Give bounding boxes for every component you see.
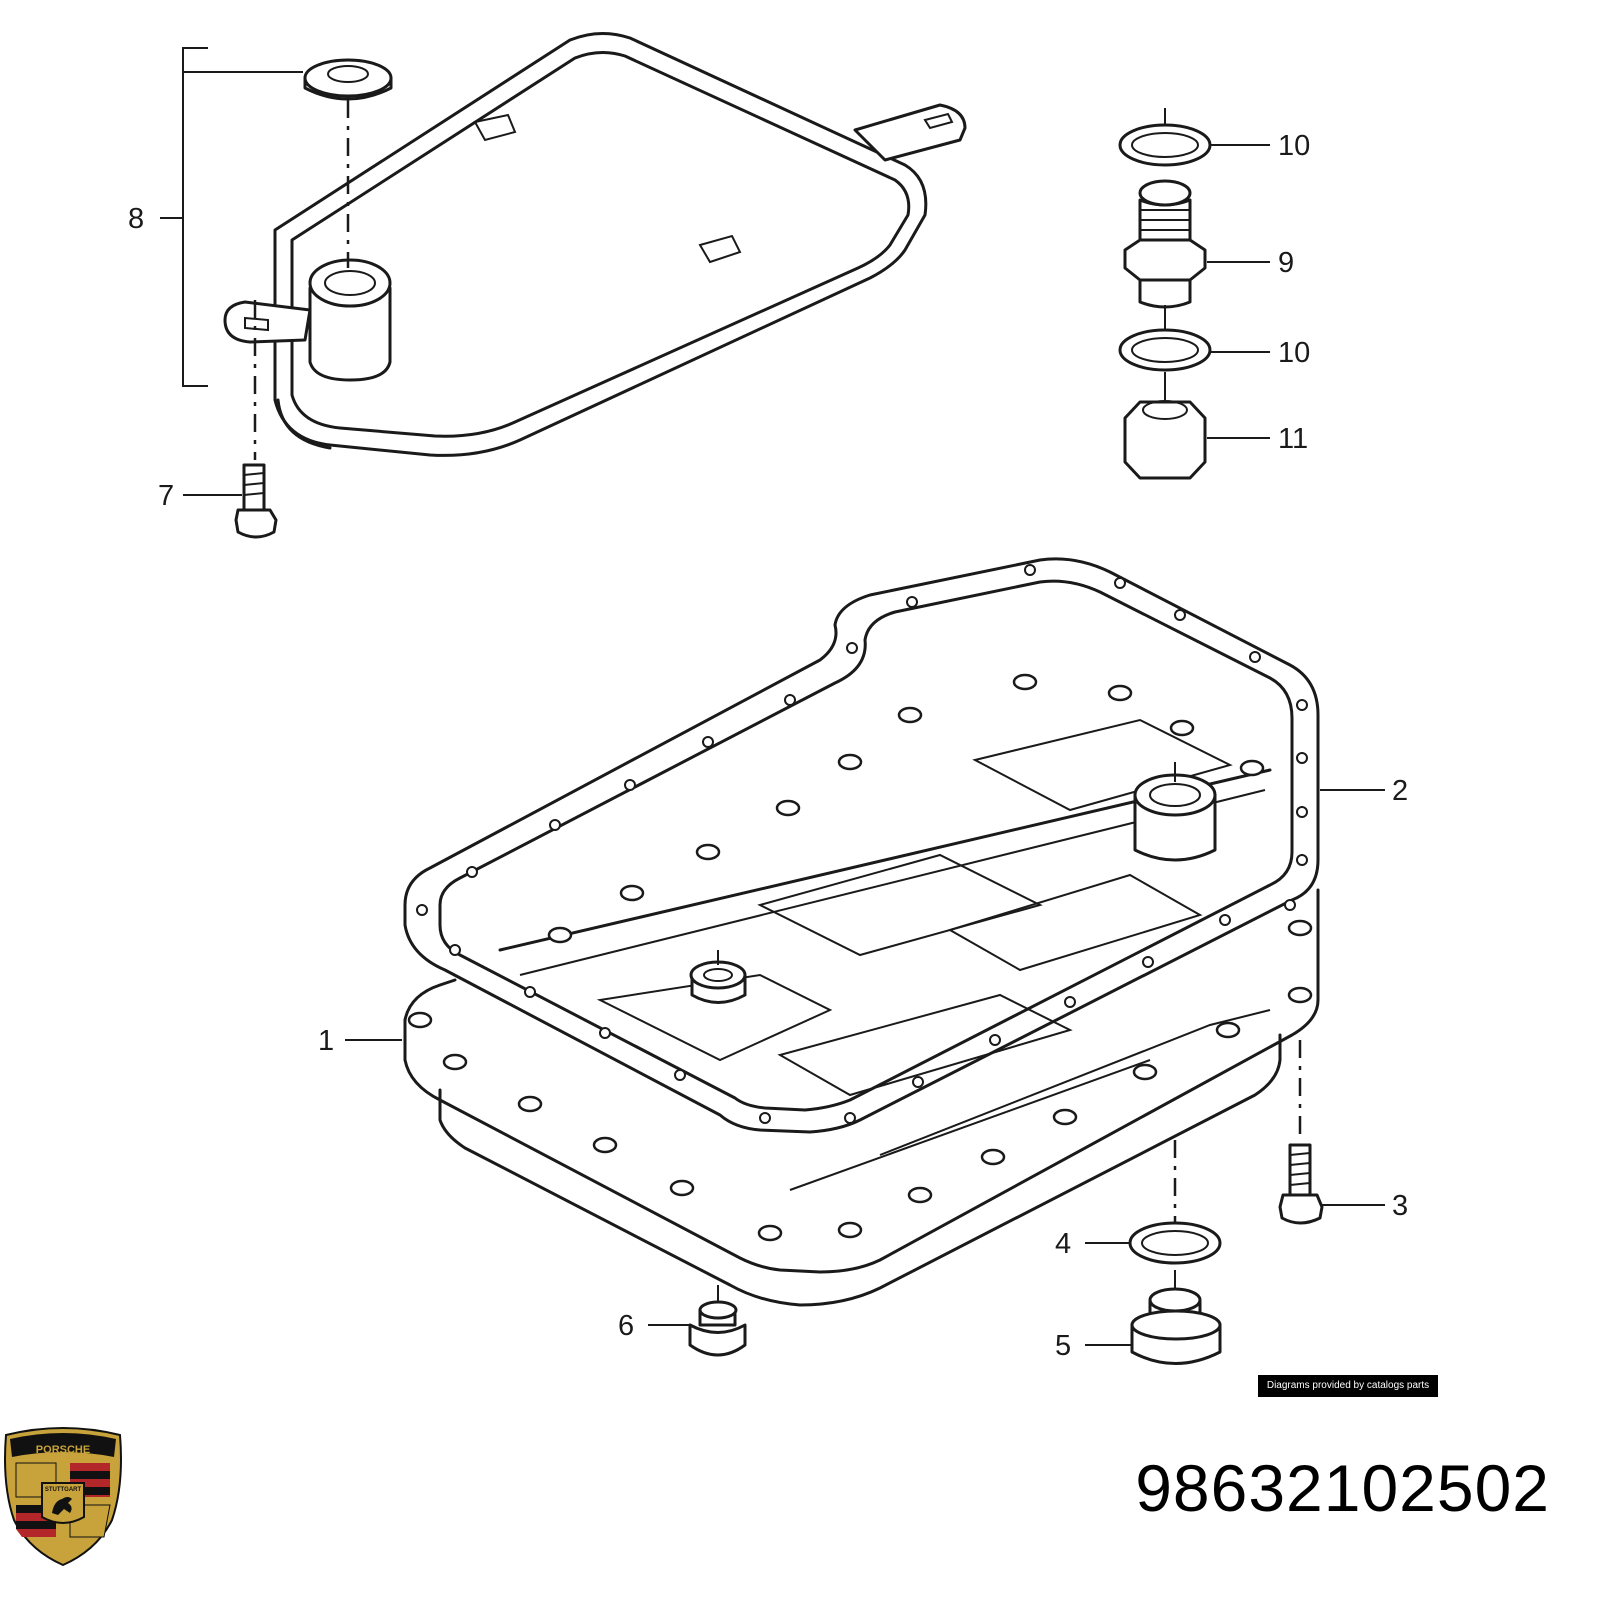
bolt-hole: [1287, 986, 1313, 1004]
bolt-hole: [989, 1034, 1001, 1046]
bolt-hole: [837, 1221, 863, 1239]
gasket-bolt-holes: [407, 564, 1313, 1242]
callout-5: 5: [1055, 1330, 1071, 1362]
callout-7: 7: [158, 480, 174, 512]
bolt-hole: [1064, 996, 1076, 1008]
bolt-hole: [1174, 609, 1186, 621]
bolt-hole: [549, 819, 561, 831]
bolt-hole: [844, 1112, 856, 1124]
callout-4: 4: [1055, 1228, 1071, 1260]
bolt-hole: [449, 944, 461, 956]
callout-11: 11: [1278, 423, 1308, 455]
callout-10-top: 10: [1278, 130, 1310, 162]
callout-1: 1: [318, 1025, 334, 1057]
oil-filter: [223, 32, 967, 460]
bolt-hole: [524, 986, 536, 998]
bolt-hole: [1114, 577, 1126, 589]
oil-pan: [403, 718, 1320, 1307]
pan-gasket: [403, 557, 1320, 1134]
fitting-stack: [1118, 108, 1270, 480]
small-plug: [648, 1285, 747, 1357]
bolt-hole: [599, 1027, 611, 1039]
bolt-hole: [1142, 956, 1154, 968]
bolt-hole: [1296, 699, 1308, 711]
callout-9: 9: [1278, 247, 1294, 279]
callout-6: 6: [618, 1310, 634, 1342]
bolt-hole: [757, 1224, 783, 1242]
callout-10-bottom: 10: [1278, 337, 1310, 369]
bolt-hole: [407, 1011, 433, 1029]
bolt-hole: [980, 1148, 1006, 1166]
bolt-hole: [1296, 854, 1308, 866]
diagram-credit: Diagrams provided by catalogs parts: [1258, 1375, 1438, 1397]
bolt-hole: [466, 866, 478, 878]
crest-center-text: STUTTGART: [45, 1487, 82, 1493]
bolt-hole: [619, 884, 645, 902]
callout-3: 3: [1392, 1190, 1408, 1222]
callout-2: 2: [1392, 775, 1408, 807]
bolt-hole: [1287, 919, 1313, 937]
bolt-hole: [592, 1136, 618, 1154]
part-number: 98632102502: [1135, 1451, 1550, 1525]
filter-screw: [183, 463, 278, 539]
bolt-hole: [1024, 564, 1036, 576]
bolt-hole: [1296, 752, 1308, 764]
bolt-hole: [775, 799, 801, 817]
bolt-hole: [1132, 1063, 1158, 1081]
bolt-hole: [1239, 759, 1265, 777]
pan-bolt: [1278, 1040, 1385, 1225]
bolt-hole: [837, 753, 863, 771]
bolt-hole: [547, 926, 573, 944]
bolt-hole: [1215, 1021, 1241, 1039]
bolt-hole: [416, 904, 428, 916]
bolt-hole: [1249, 651, 1261, 663]
crest-top-text: PORSCHE: [36, 1444, 90, 1456]
porsche-crest-logo: PORSCHE STUTTGART: [4, 1427, 122, 1567]
bolt-hole: [674, 1069, 686, 1081]
bolt-hole: [1284, 899, 1296, 911]
bolt-hole: [912, 1076, 924, 1088]
bolt-hole: [1107, 684, 1133, 702]
bolt-hole: [1296, 806, 1308, 818]
bolt-hole: [669, 1179, 695, 1197]
callout-8: 8: [128, 203, 144, 235]
bolt-hole: [1169, 719, 1195, 737]
bolt-hole: [702, 736, 714, 748]
bolt-hole: [906, 596, 918, 608]
bolt-hole: [442, 1053, 468, 1071]
bolt-hole: [695, 843, 721, 861]
drain-plug: [1085, 1140, 1222, 1365]
bolt-hole: [1219, 914, 1231, 926]
bolt-hole: [846, 642, 858, 654]
bolt-hole: [517, 1095, 543, 1113]
bolt-hole: [907, 1186, 933, 1204]
bolt-hole: [759, 1112, 771, 1124]
bolt-hole: [624, 779, 636, 791]
bolt-hole: [784, 694, 796, 706]
bolt-hole: [1052, 1108, 1078, 1126]
bolt-hole: [1012, 673, 1038, 691]
bolt-hole: [897, 706, 923, 724]
